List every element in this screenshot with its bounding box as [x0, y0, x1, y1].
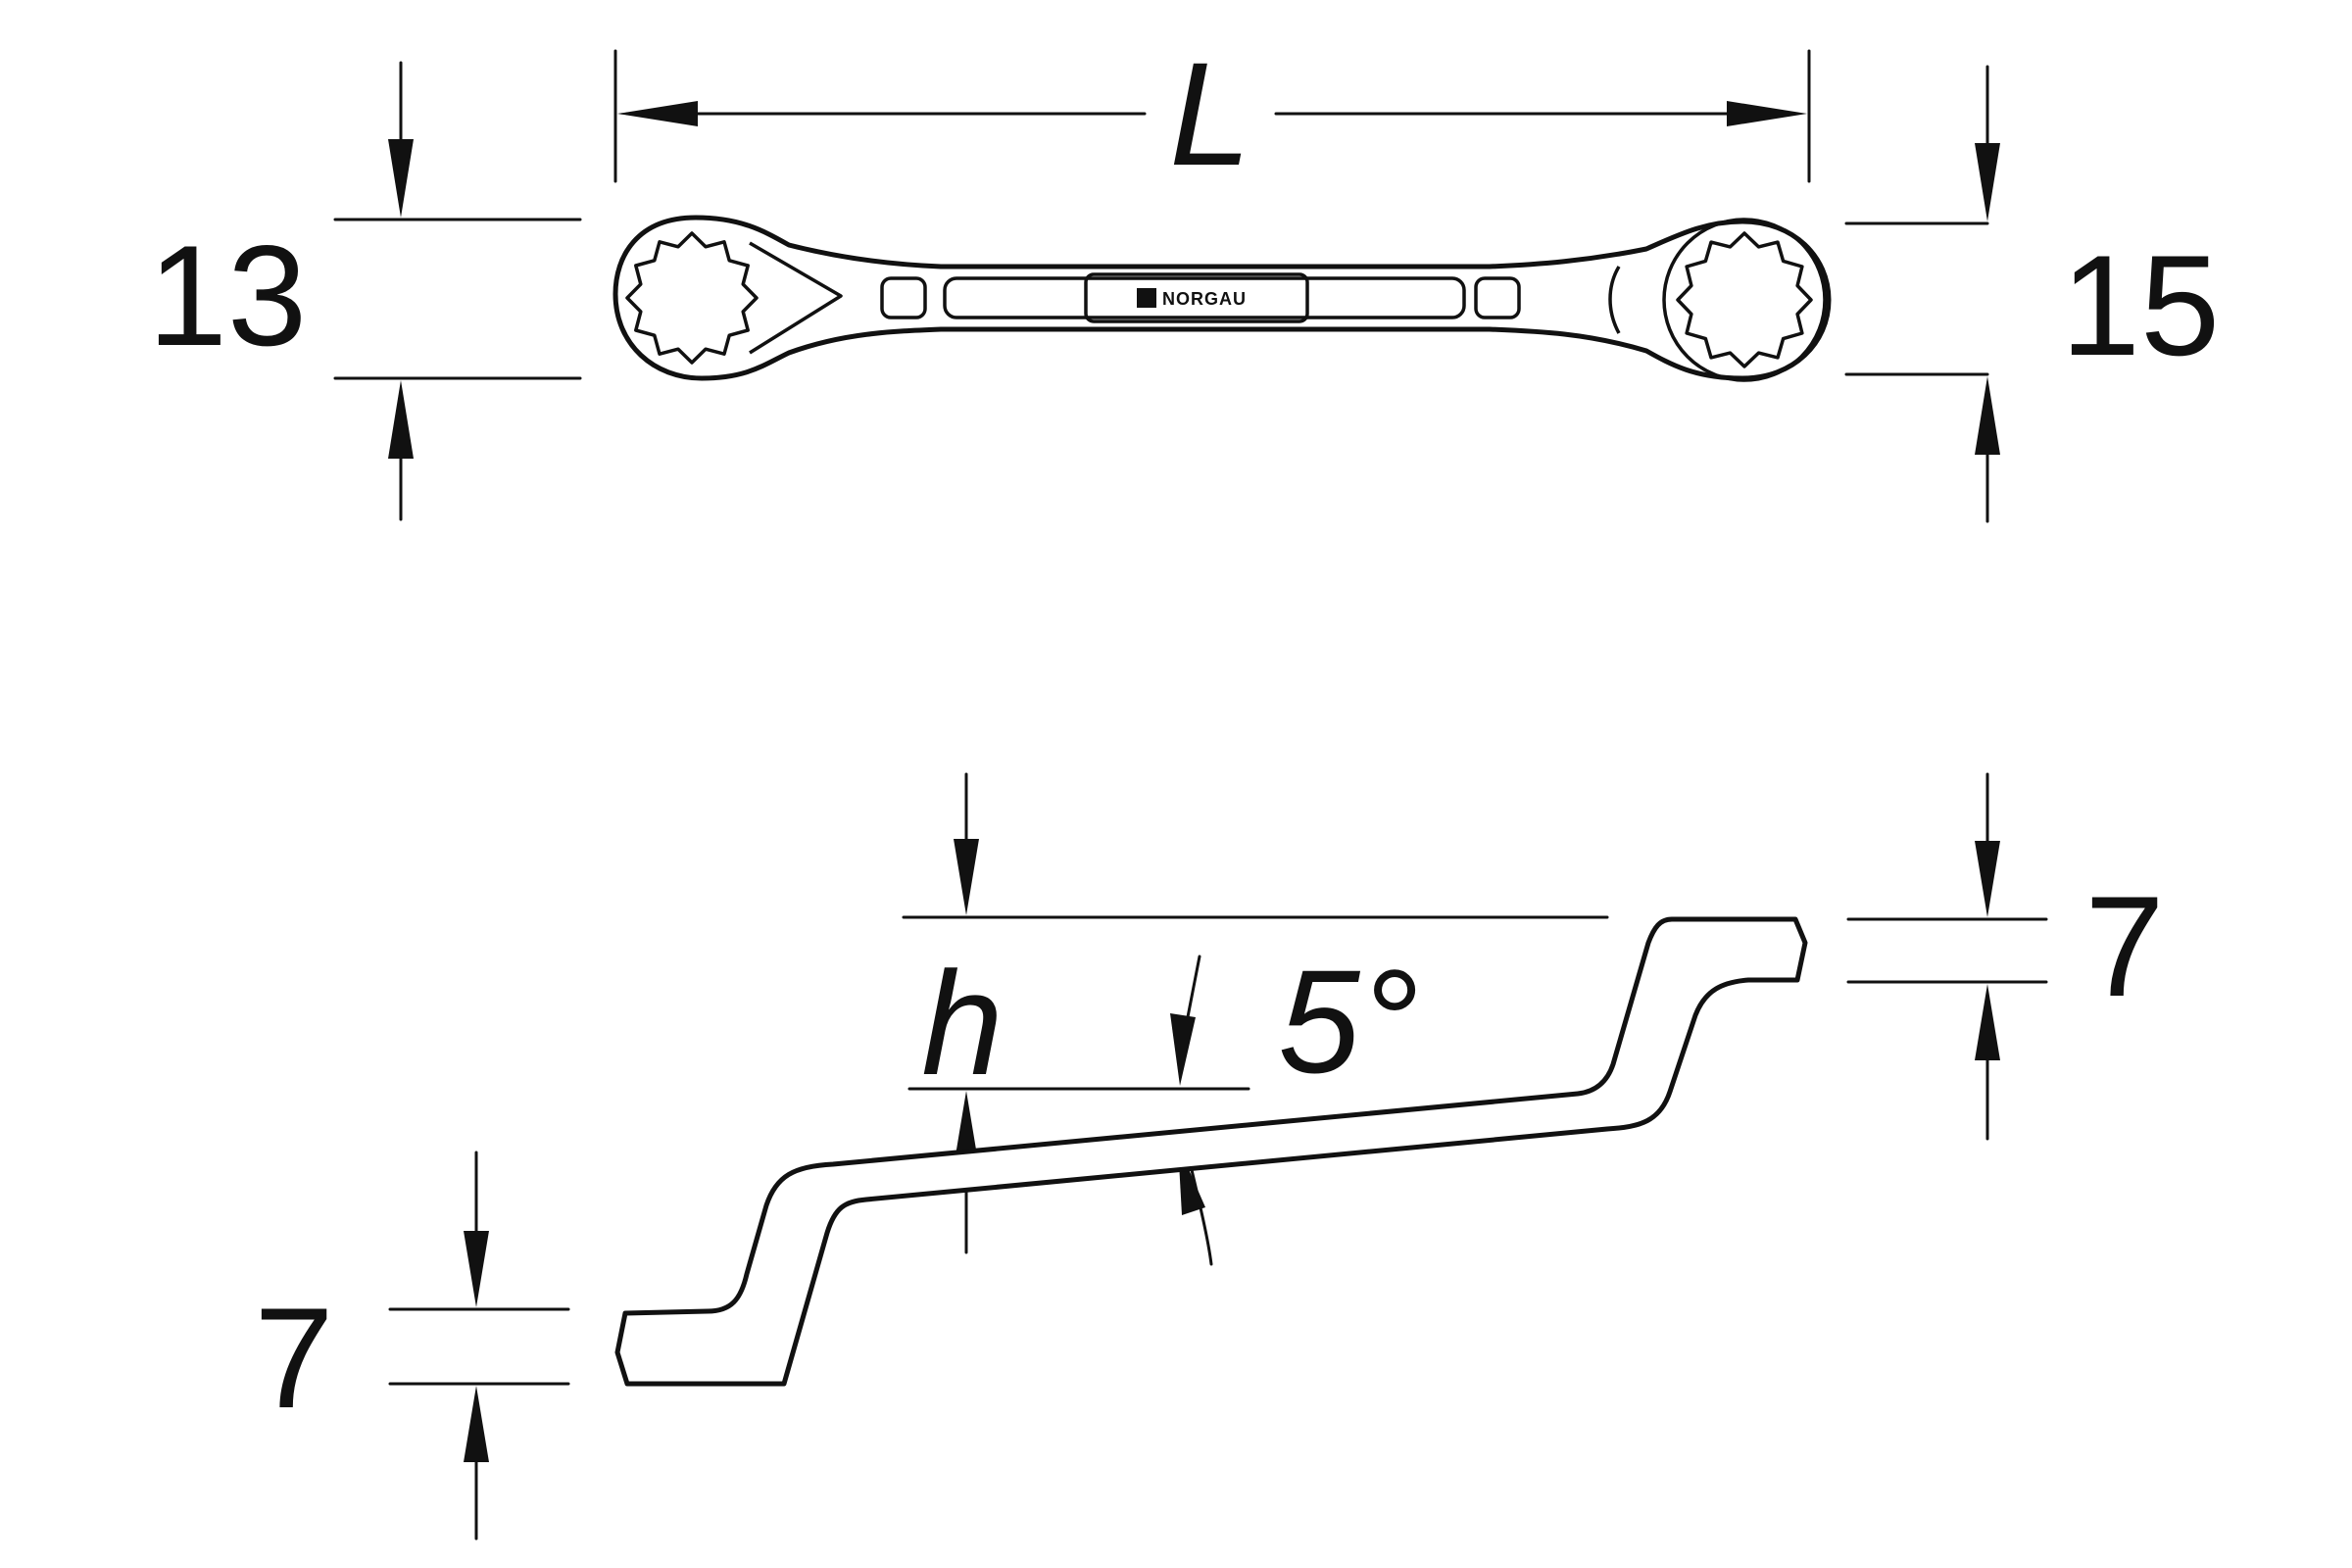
angle-arrow-shaft-top	[1184, 955, 1201, 1029]
angle-label: 5°	[1278, 939, 1418, 1103]
right-ring-rim	[1662, 218, 1827, 382]
left-size-label: 13	[148, 216, 307, 375]
wrench-top-view: NORGAU	[612, 215, 1832, 382]
handle-slot-right	[1474, 276, 1521, 319]
left-size-arrow-top	[388, 139, 414, 218]
left-thickness-arrow-bottom	[464, 1386, 489, 1462]
length-dimension: L	[613, 31, 1811, 196]
brand-plate	[1084, 272, 1309, 323]
right-ring-relief	[1608, 266, 1621, 334]
height-arrow-top	[954, 839, 979, 915]
right-thickness-arrow-bottom	[1975, 984, 2000, 1060]
length-arrow-right	[1727, 101, 1807, 126]
right-size-dimension: 15	[1844, 65, 2220, 523]
left-size-arrow-bottom	[388, 380, 414, 459]
left-size-dimension: 13	[148, 61, 582, 521]
length-label: L	[1169, 31, 1250, 196]
brand-logo-mark	[1137, 288, 1156, 308]
left-thickness-label: 7	[254, 1278, 333, 1438]
right-thickness-arrow-top	[1975, 841, 2000, 917]
left-thickness-dimension: 7	[254, 1151, 570, 1541]
right-thickness-label: 7	[2084, 866, 2164, 1026]
angle-dimension: 5°	[1170, 939, 1419, 1266]
height-dimension: h	[902, 772, 1609, 1254]
left-12-point-socket	[625, 231, 759, 365]
length-arrow-left	[617, 101, 698, 126]
right-thickness-dimension: 7	[1846, 772, 2165, 1141]
height-label: h	[921, 941, 1003, 1105]
angle-arrow-top	[1170, 1013, 1196, 1086]
top-view: L 13 15	[148, 31, 2220, 523]
handle-slot-left	[880, 276, 927, 319]
wrench-side-profile	[614, 916, 1808, 1387]
right-12-point-socket	[1676, 231, 1813, 368]
left-ring-jaw	[749, 241, 843, 355]
height-arrow-bottom	[954, 1091, 979, 1167]
right-size-arrow-bottom	[1975, 376, 2000, 455]
wrench-outline	[612, 215, 1832, 381]
handle-groove-left	[943, 276, 1466, 319]
side-view: h 5° 7 7	[254, 772, 2165, 1541]
brand-label: NORGAU	[1162, 289, 1247, 309]
right-size-arrow-top	[1975, 143, 2000, 221]
right-size-label: 15	[2061, 225, 2220, 385]
left-thickness-arrow-top	[464, 1231, 489, 1307]
